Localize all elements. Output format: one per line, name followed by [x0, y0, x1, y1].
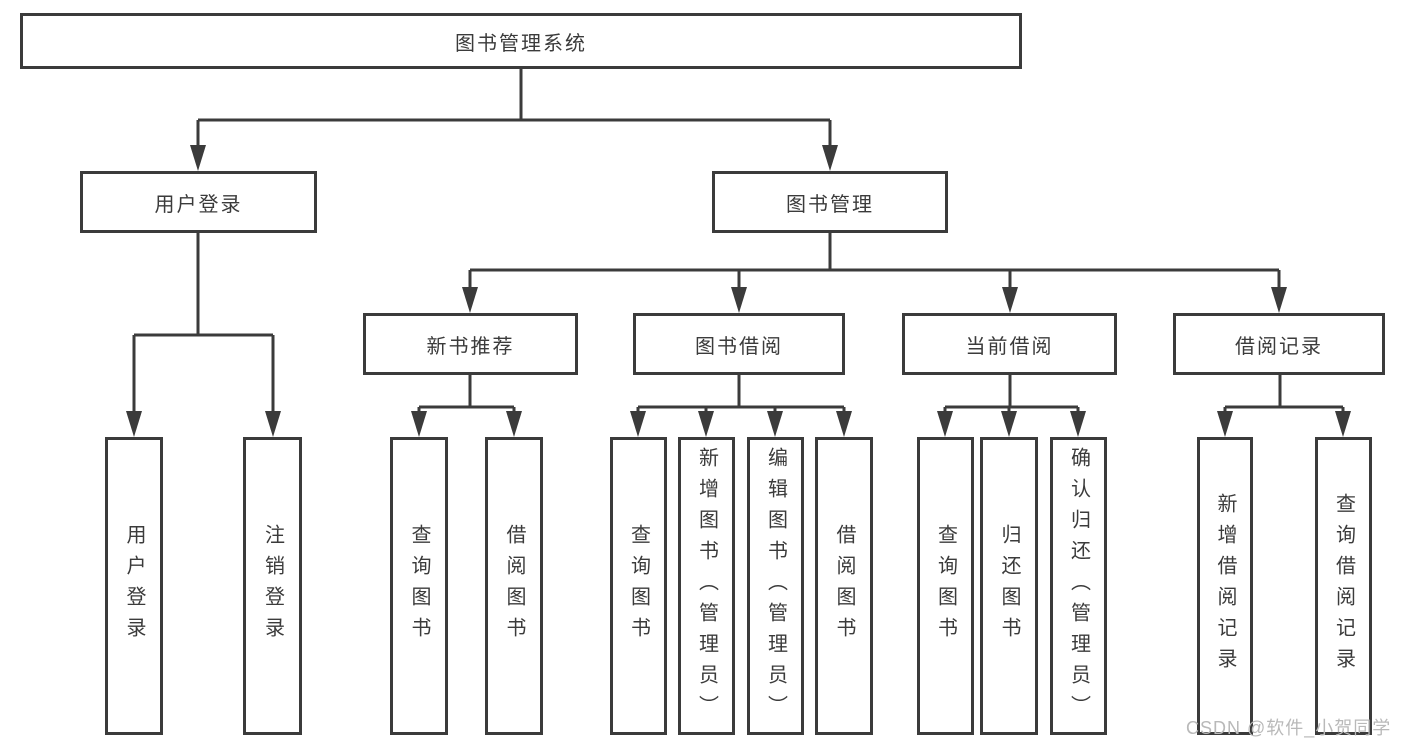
leaf-edit-books-admin: 编辑图书（管理员）	[747, 437, 804, 735]
node-label: 借阅图书	[503, 524, 525, 648]
leaf-user-login: 用户登录	[105, 437, 163, 735]
arrow-icon	[822, 145, 838, 171]
node-label: 编辑图书（管理员）	[764, 446, 787, 726]
node-label: 新书推荐	[426, 335, 515, 358]
node-label: 用户登录	[154, 193, 243, 216]
node-book-borrowing: 图书借阅	[633, 313, 845, 375]
arrow-icon	[1271, 287, 1287, 313]
node-label: 查询图书	[408, 524, 430, 648]
arrow-icon	[190, 145, 206, 171]
node-label: 查询借阅记录	[1332, 493, 1355, 679]
arrow-icon	[1002, 287, 1018, 313]
node-label: 查询图书	[934, 524, 957, 648]
node-label: 借阅记录	[1235, 335, 1323, 358]
connector-paths	[132, 69, 1345, 415]
node-book-management-branch: 图书管理	[712, 171, 948, 233]
leaf-query-books-current: 查询图书	[917, 437, 974, 735]
leaf-borrow-books: 借阅图书	[815, 437, 873, 735]
leaf-add-books-admin: 新增图书（管理员）	[678, 437, 735, 735]
arrow-icon	[462, 287, 478, 313]
arrow-icon	[265, 411, 281, 437]
node-label: 确认归还（管理员）	[1067, 446, 1090, 726]
node-new-book-recommendation: 新书推荐	[363, 313, 578, 375]
arrow-icon	[1335, 411, 1351, 437]
node-borrowing-records: 借阅记录	[1173, 313, 1385, 375]
node-label: 图书管理	[786, 193, 874, 216]
arrow-icon	[767, 411, 783, 437]
leaf-add-borrow-record: 新增借阅记录	[1197, 437, 1253, 735]
arrow-icon	[731, 287, 747, 313]
arrow-icon	[506, 411, 522, 437]
leaf-query-books-recommend: 查询图书	[390, 437, 448, 735]
arrow-icon	[1070, 411, 1086, 437]
arrow-icon	[630, 411, 646, 437]
leaf-query-books-borrowing: 查询图书	[610, 437, 667, 735]
node-label: 查询图书	[627, 524, 650, 648]
arrow-icon	[698, 411, 714, 437]
leaf-logout: 注销登录	[243, 437, 302, 735]
leaf-query-borrow-record: 查询借阅记录	[1315, 437, 1372, 735]
node-label: 图书借阅	[695, 335, 783, 358]
leaf-return-books: 归还图书	[980, 437, 1038, 735]
arrow-icon	[411, 411, 427, 437]
node-library-management-system: 图书管理系统	[20, 13, 1022, 69]
arrow-icon	[126, 411, 142, 437]
csdn-watermark: CSDN @软件_小贺同学	[1186, 718, 1392, 738]
arrow-icon	[836, 411, 852, 437]
node-user-login-branch: 用户登录	[80, 171, 317, 233]
node-label: 新增借阅记录	[1214, 493, 1236, 679]
node-label: 当前借阅	[965, 335, 1054, 358]
arrow-icon	[937, 411, 953, 437]
node-label: 图书管理系统	[455, 32, 587, 55]
node-label: 归还图书	[998, 524, 1020, 648]
arrowheads	[126, 145, 1351, 437]
arrow-icon	[1217, 411, 1233, 437]
node-label: 注销登录	[261, 524, 284, 648]
leaf-borrow-books-recommend: 借阅图书	[485, 437, 543, 735]
arrow-icon	[1001, 411, 1017, 437]
node-label: 借阅图书	[833, 524, 855, 648]
node-label: 用户登录	[123, 524, 145, 648]
leaf-confirm-return-admin: 确认归还（管理员）	[1050, 437, 1107, 735]
node-label: 新增图书（管理员）	[695, 446, 718, 726]
node-current-borrowing: 当前借阅	[902, 313, 1117, 375]
